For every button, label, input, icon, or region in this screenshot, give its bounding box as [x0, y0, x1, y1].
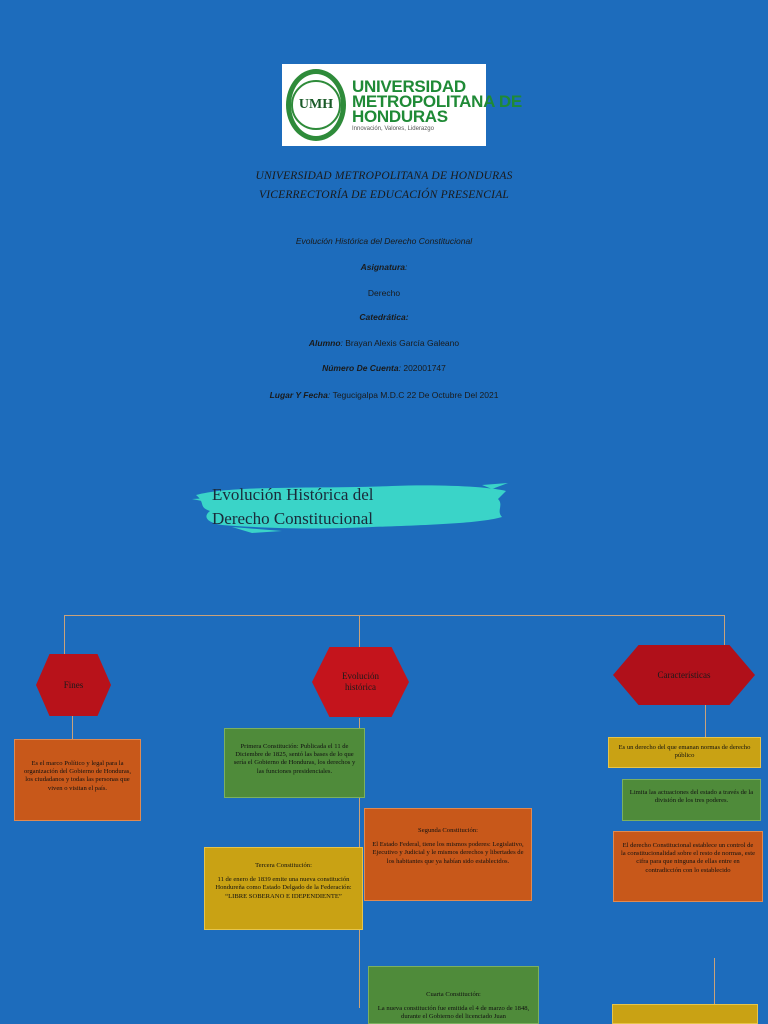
- logo-name-line3: HONDURAS: [352, 106, 448, 126]
- map-title-line1: Evolución Histórica del: [212, 485, 374, 504]
- tercera-constitucion-box: Tercera Constitución: 11 de enero de 183…: [204, 847, 363, 930]
- vice-rectory: VICERRECTORÍA DE EDUCACIÓN PRESENCIAL: [258, 189, 510, 201]
- node-fines: Fines: [36, 654, 111, 716]
- student-line: Alumno: Brayan Alexis García Galeano: [308, 338, 460, 348]
- subject-label: Asignatura:: [360, 262, 408, 272]
- connector-left: [64, 615, 65, 655]
- brush-stroke-shape: [192, 483, 508, 533]
- subject-value: Derecho: [367, 288, 401, 298]
- caracteristica-1-box: Es un derecho del que emanan normas de d…: [608, 737, 761, 768]
- university-name: UNIVERSIDAD METROPOLITANA DE HONDURAS: [255, 170, 513, 182]
- seal-text: UMH: [298, 97, 334, 112]
- primera-constitucion-box: Primera Constitución: Publicada el 11 de…: [224, 728, 365, 798]
- segunda-constitucion-box: Segunda Constitución: El Estado Federal,…: [364, 808, 532, 901]
- professor-label: Catedrática:: [359, 312, 409, 322]
- university-logo: UMH UNIVERSIDAD METROPOLITANA DE HONDURA…: [282, 64, 522, 146]
- map-title: Evolución Histórica del Derecho Constitu…: [192, 477, 510, 537]
- account-line: Número De Cuenta: 202001747: [322, 363, 446, 373]
- node-evolucion-historica: Evolución histórica: [312, 647, 409, 717]
- connector-car-trunk: [705, 705, 706, 737]
- cuarta-constitucion-box: Cuarta Constitución: La nueva constituci…: [368, 966, 539, 1024]
- caracteristica-2-box: Limita las actuaciones del estado a trav…: [622, 779, 761, 821]
- map-title-line2: Derecho Constitucional: [212, 509, 373, 528]
- connector-car-bottom: [714, 958, 715, 1004]
- node-caracteristicas: Características: [613, 645, 755, 705]
- logo-name-line2: METROPOLITANA DE: [352, 91, 522, 111]
- connector-horizontal: [64, 615, 725, 616]
- seal-icon: UMH: [286, 69, 346, 141]
- caracteristica-3-box: El derecho Constitucional establece un c…: [613, 831, 763, 902]
- fines-description-box: Es el marco Político y legal para la org…: [14, 739, 141, 821]
- connector-fines-box: [72, 715, 73, 739]
- connector-center: [359, 615, 360, 647]
- topic: Evolución Histórica del Derecho Constitu…: [295, 236, 473, 246]
- logo-name-line1: UNIVERSIDAD: [352, 76, 466, 96]
- connector-right: [724, 615, 725, 645]
- place-date-line: Lugar Y Fecha: Tegucigalpa M.D.C 22 De O…: [269, 390, 499, 400]
- logo-motto: Innovación, Valores, Liderazgo: [352, 125, 434, 132]
- caracteristica-4-box: [612, 1004, 758, 1024]
